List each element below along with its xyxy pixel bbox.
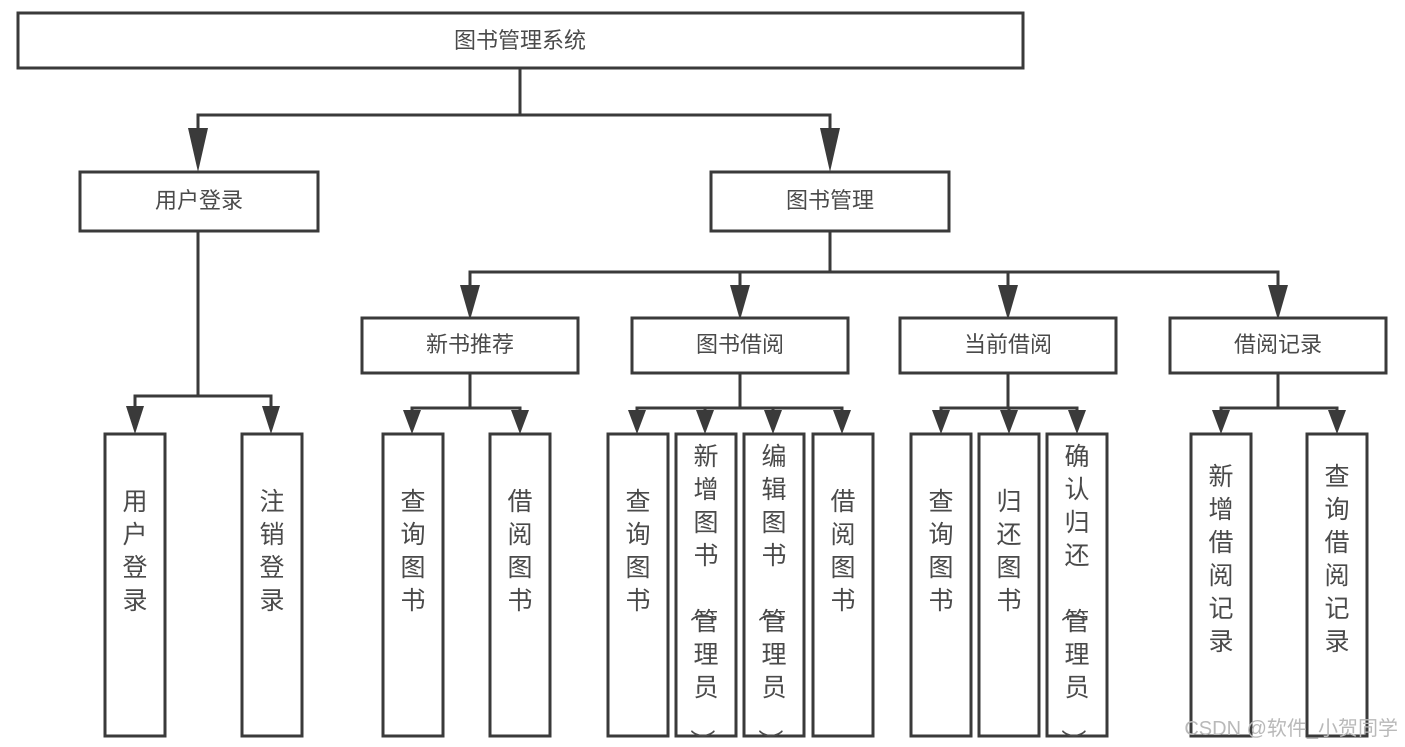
node-new-book-recommend-box[interactable] [360,316,580,375]
node-leaf-borrow-book-1-label: 借阅图书 [507,488,532,615]
node-leaf-query-book-2-box[interactable] [606,432,670,738]
node-leaf-edit-book-box[interactable] [742,432,806,738]
arrow-head-leaf-edit-book [764,410,782,434]
node-leaf-query-book-1-label: 查询图书 [400,488,425,615]
node-leaf-confirm-return[interactable]: 确认归还（管理员） [1045,432,1109,747]
node-leaf-confirm-return-box[interactable] [1045,432,1109,738]
node-user-login[interactable]: 用户登录 [78,170,320,233]
node-leaf-return-book[interactable]: 归还图书 [977,432,1041,738]
arrow-head-leaf-query-book-2 [628,410,646,434]
node-leaf-return-book-box[interactable] [977,432,1041,738]
arrow-head-current-borrow [998,285,1018,320]
node-current-borrow[interactable]: 当前借阅 [898,316,1118,375]
arrow-head-leaf-return-book [1000,410,1018,434]
node-leaf-query-book-1-box[interactable] [381,432,445,738]
arrow-head-user-login [188,128,208,172]
node-book-management[interactable]: 图书管理 [709,170,951,233]
node-borrow-record-box[interactable] [1168,316,1388,375]
node-leaf-add-book-box[interactable] [674,432,738,738]
node-leaf-borrow-book-2-label: 借阅图书 [830,488,855,615]
arrow-head-leaf-borrow-book-1 [511,410,529,434]
node-leaf-return-book-label: 归还图书 [996,488,1021,615]
node-leaf-user-login[interactable]: 用户登录 [103,432,167,738]
node-new-book-recommend[interactable]: 新书推荐 [360,316,580,375]
node-current-borrow-label: 当前借阅 [964,332,1052,357]
node-leaf-user-logout[interactable]: 注销登录 [240,432,304,738]
node-leaf-confirm-return-label: 确认归还（管理员） [1058,443,1089,747]
node-leaf-borrow-book-1[interactable]: 借阅图书 [488,432,552,738]
csdn-watermark: CSDN @软件_小贺同学 [1184,717,1398,740]
node-leaf-add-record-label: 新增借阅记录 [1208,463,1233,656]
node-leaf-query-record[interactable]: 查询借阅记录 [1305,432,1369,738]
arrow-head-leaf-query-record [1328,410,1346,434]
arrow-head-leaf-user-logout [262,406,280,434]
node-leaf-query-record-label: 查询借阅记录 [1324,463,1349,656]
node-leaf-borrow-book-2[interactable]: 借阅图书 [811,432,875,738]
node-leaf-query-book-2[interactable]: 查询图书 [606,432,670,738]
node-leaf-borrow-book-2-box[interactable] [811,432,875,738]
node-leaf-add-book-label: 新增图书（管理员） [687,443,718,747]
arrow-head-leaf-query-book-3 [932,410,950,434]
node-user-login-box[interactable] [78,170,320,233]
node-leaf-query-book-3-box[interactable] [909,432,973,738]
node-leaf-add-book[interactable]: 新增图书（管理员） [674,432,738,747]
node-leaf-edit-book-label: 编辑图书（管理员） [755,443,786,747]
node-leaf-user-login-label: 用户登录 [122,488,147,615]
node-book-borrow-label: 图书借阅 [696,332,784,357]
node-leaf-query-book-1[interactable]: 查询图书 [381,432,445,738]
node-book-management-box[interactable] [709,170,951,233]
node-book-borrow-box[interactable] [630,316,850,375]
node-leaf-edit-book[interactable]: 编辑图书（管理员） [742,432,806,747]
node-leaf-query-book-3[interactable]: 查询图书 [909,432,973,738]
node-leaf-user-login-box[interactable] [103,432,167,738]
connector-layer [126,66,1346,434]
arrow-head-book-management [820,128,840,172]
node-leaf-borrow-book-1-box[interactable] [488,432,552,738]
arrow-head-leaf-borrow-book-2 [833,410,851,434]
arrow-head-leaf-confirm-return [1068,410,1086,434]
arrow-head-leaf-user-login [126,406,144,434]
node-borrow-record[interactable]: 借阅记录 [1168,316,1388,375]
node-leaf-query-record-box[interactable] [1305,432,1369,738]
node-leaf-user-logout-label: 注销登录 [259,488,284,615]
arrow-head-leaf-query-book-1 [403,410,421,434]
node-root-label: 图书管理系统 [454,28,586,53]
node-user-login-label: 用户登录 [155,188,243,213]
node-book-management-label: 图书管理 [786,188,874,213]
node-root-box[interactable] [16,11,1025,70]
node-leaf-query-book-2-label: 查询图书 [625,488,650,615]
node-leaf-add-record[interactable]: 新增借阅记录 [1189,432,1253,738]
arrow-head-new-book-recommend [460,285,480,320]
node-root-library-system[interactable]: 图书管理系统 [16,11,1025,70]
arrow-head-borrow-record [1268,285,1288,320]
arrow-head-leaf-add-record [1212,410,1230,434]
node-leaf-add-record-box[interactable] [1189,432,1253,738]
arrow-head-book-borrow [730,285,750,320]
node-current-borrow-box[interactable] [898,316,1118,375]
node-leaf-query-book-3-label: 查询图书 [928,488,953,615]
node-new-book-recommend-label: 新书推荐 [426,332,514,357]
node-leaf-user-logout-box[interactable] [240,432,304,738]
arrow-head-leaf-add-book [696,410,714,434]
node-book-borrow[interactable]: 图书借阅 [630,316,850,375]
node-borrow-record-label: 借阅记录 [1234,332,1322,357]
